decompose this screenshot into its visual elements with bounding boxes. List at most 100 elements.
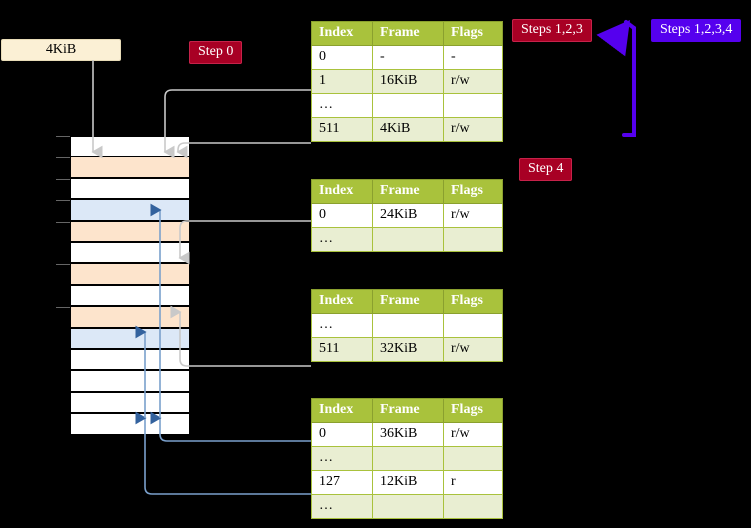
cell-flags: r/w <box>443 422 503 447</box>
memory-row-tick <box>56 157 70 159</box>
column-header-frame: Frame <box>372 179 444 204</box>
cell-index: … <box>311 446 373 471</box>
cell-index: … <box>311 494 373 519</box>
memory-frame-row <box>70 370 190 392</box>
memory-row-tick <box>56 221 70 223</box>
table-row: … <box>311 446 503 471</box>
badge-steps-123: Steps 1,2,3 <box>512 19 592 42</box>
cell-frame <box>372 93 444 118</box>
cell-flags: r <box>443 470 503 495</box>
memory-frame-row <box>70 199 190 221</box>
cell-frame <box>372 494 444 519</box>
badge-step-0: Step 0 <box>189 41 243 64</box>
cell-flags: r/w <box>443 203 503 228</box>
memory-frame-row <box>70 306 190 328</box>
cell-frame: 36KiB <box>372 422 444 447</box>
cell-flags <box>443 313 503 338</box>
cell-flags: r/w <box>443 117 503 142</box>
cell-flags: - <box>443 45 503 70</box>
cell-flags <box>443 93 503 118</box>
cell-flags <box>443 494 503 519</box>
memory-row-tick <box>56 178 70 180</box>
connector-table3-row32kib <box>170 305 311 367</box>
table-row: … <box>311 93 503 118</box>
cell-index: … <box>311 227 373 252</box>
column-header-flags: Flags <box>443 289 503 314</box>
cell-index: … <box>311 313 373 338</box>
memory-block-label: 4KiB <box>45 42 77 57</box>
cell-frame: - <box>372 45 444 70</box>
cell-flags <box>443 446 503 471</box>
column-header-flags: Flags <box>443 398 503 423</box>
table-row: … <box>311 494 503 519</box>
table-row: 0-- <box>311 45 503 70</box>
connector-table1-row4kib <box>176 142 311 159</box>
cell-index: 127 <box>311 470 373 495</box>
column-header-flags: Flags <box>443 179 503 204</box>
cell-flags: r/w <box>443 69 503 94</box>
cell-frame <box>372 313 444 338</box>
column-header-flags: Flags <box>443 21 503 46</box>
badge-steps-1234: Steps 1,2,3,4 <box>651 19 742 42</box>
memory-frame-row <box>70 220 190 242</box>
memory-frame-row <box>70 413 190 435</box>
physical-memory-column <box>70 136 190 435</box>
cell-flags <box>443 227 503 252</box>
memory-row-tick <box>56 200 70 202</box>
connector-table2-row24kib <box>178 220 311 265</box>
cell-index: 0 <box>311 203 373 228</box>
cell-index: 511 <box>311 117 373 142</box>
memory-frame-row <box>70 349 190 371</box>
bracket-steps-1234 <box>596 20 636 137</box>
memory-frame-row <box>70 284 190 307</box>
memory-row-tick <box>56 264 70 266</box>
memory-frame-row <box>70 242 190 264</box>
memory-frame-row <box>70 327 190 349</box>
cell-frame: 12KiB <box>372 470 444 495</box>
cell-flags: r/w <box>443 337 503 362</box>
cell-frame: 4KiB <box>372 117 444 142</box>
column-header-index: Index <box>311 398 373 423</box>
memory-frame-row <box>70 391 190 414</box>
memory-frame-row <box>70 156 190 178</box>
cell-index: 511 <box>311 337 373 362</box>
cell-frame: 32KiB <box>372 337 444 362</box>
badge-step-4: Step 4 <box>519 158 573 181</box>
cell-index: 0 <box>311 422 373 447</box>
memory-frame-row <box>70 177 190 200</box>
table-row: … <box>311 313 503 338</box>
cell-frame: 16KiB <box>372 69 444 94</box>
column-header-frame: Frame <box>372 21 444 46</box>
cell-frame <box>372 446 444 471</box>
cell-frame: 24KiB <box>372 203 444 228</box>
memory-row-tick <box>56 136 70 137</box>
column-header-index: Index <box>311 21 373 46</box>
memory-frame-row <box>70 136 190 158</box>
table-row: … <box>311 227 503 252</box>
column-header-index: Index <box>311 179 373 204</box>
column-header-index: Index <box>311 289 373 314</box>
cell-index: … <box>311 93 373 118</box>
cell-frame <box>372 227 444 252</box>
cell-index: 1 <box>311 69 373 94</box>
memory-block-4kib: 4KiB <box>1 39 121 61</box>
column-header-frame: Frame <box>372 289 444 314</box>
column-header-frame: Frame <box>372 398 444 423</box>
memory-frame-row <box>70 263 190 285</box>
memory-row-tick <box>56 307 70 309</box>
cell-index: 0 <box>311 45 373 70</box>
